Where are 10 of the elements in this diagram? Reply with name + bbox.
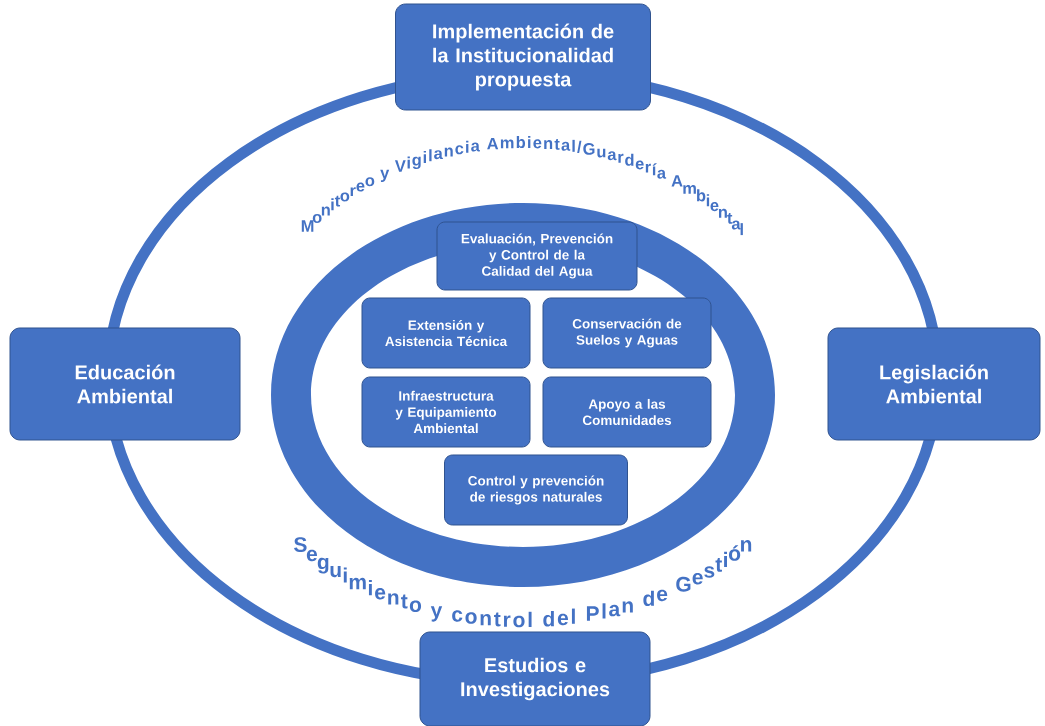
activity-box: Conservación de Suelos y Aguas	[542, 297, 712, 369]
activity-box: Control y prevención de riesgos naturales	[444, 454, 628, 526]
activity-box: Apoyo a las Comunidades	[542, 376, 712, 448]
activity-box: Evaluación, Prevención y Control de la Calidad del Agua	[436, 221, 638, 291]
activity-box: Extensión y Asistencia Técnica	[361, 297, 531, 369]
activity-box: Infraestructura y Equipamiento Ambiental	[361, 376, 531, 448]
process-box: Implementación de la Institucionalidad propuesta	[395, 3, 651, 111]
process-box: Legislación Ambiental	[827, 327, 1041, 441]
process-box: Estudios e Investigaciones	[419, 631, 651, 726]
process-box: Educación Ambiental	[9, 327, 241, 441]
